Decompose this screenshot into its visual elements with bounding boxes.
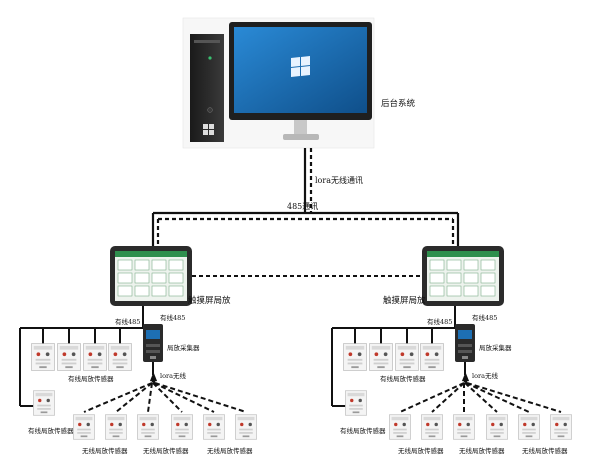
wired-group-label: 有线局放传感器 [380,374,426,383]
wired-sensor [395,343,419,371]
touchscreen-icon [110,246,192,306]
wireless-label: 无线局放传感器 [82,446,128,455]
wireless-links-right [399,382,562,413]
lora-wireless-label: lora无线 [160,371,186,380]
wireless-label: 无线局放传感器 [207,446,253,455]
wired-485-label: 有线485 [427,317,452,326]
wired-sensor [57,343,81,371]
wireless-sensor [486,414,508,440]
backend-computer [182,17,375,149]
antenna-icon [461,372,470,383]
wired-sensor [420,343,444,371]
station-right: 触摸屏局放 有线485 有线485 局放采集器 有线局放传感器 有线局放传感器 … [331,246,572,455]
rs485-comm-label: 485通讯 [287,201,318,211]
wired-bus-left [19,306,150,407]
wired-bus-right [331,306,462,407]
wireless-label: 无线局放传感器 [398,446,444,455]
wireless-label: 无线局放传感器 [459,446,505,455]
touchscreen-label: 触摸屏局放 [188,295,231,306]
collector-icon [455,324,475,362]
antenna-icon [149,372,158,383]
monitor-icon [229,22,372,140]
wireless-sensor [389,414,411,440]
trunk-lines [151,148,460,277]
wireless-links-left [83,382,247,413]
wireless-sensor [453,414,475,440]
wired-sensor-single [345,390,367,416]
wired-sensor [343,343,367,371]
wireless-sensor [550,414,572,440]
wireless-label: 无线局放传感器 [143,446,189,455]
windows-logo-icon [291,56,310,77]
wired-sensor-single [33,390,55,416]
station-left: 触摸屏局放 有线485 有线485 局放采集器 有线局放传感器 有线局放传感器 … [19,246,257,455]
tower-windows-logo-icon [203,124,214,135]
collector-label: 局放采集器 [479,343,512,352]
touchscreen-label: 触摸屏局放 [383,295,426,306]
wired-sensor [369,343,393,371]
collector-wired-485-label: 有线485 [472,313,497,322]
wired-sensor [31,343,55,371]
touchscreen-icon [422,246,504,306]
wireless-label: 无线局放传感器 [522,446,568,455]
wired-single-label: 有线局放传感器 [28,426,74,435]
lora-comm-label: lora无线通讯 [315,175,363,185]
wireless-sensor [235,414,257,440]
collector-wired-485-label: 有线485 [160,313,185,322]
lora-wireless-label: lora无线 [472,371,498,380]
wireless-sensor [105,414,127,440]
wired-485-label: 有线485 [115,317,140,326]
pc-tower-icon [190,34,224,142]
wired-group-label: 有线局放传感器 [68,374,114,383]
wireless-sensor [73,414,95,440]
wireless-sensor [518,414,540,440]
wired-single-label: 有线局放传感器 [340,426,386,435]
backend-label: 后台系统 [381,98,416,109]
wired-sensor [108,343,132,371]
wireless-sensor [137,414,159,440]
collector-label: 局放采集器 [167,343,200,352]
wired-sensor [83,343,107,371]
wireless-sensor [421,414,443,440]
wireless-sensor [203,414,225,440]
wireless-sensor [171,414,193,440]
collector-icon [143,324,163,362]
